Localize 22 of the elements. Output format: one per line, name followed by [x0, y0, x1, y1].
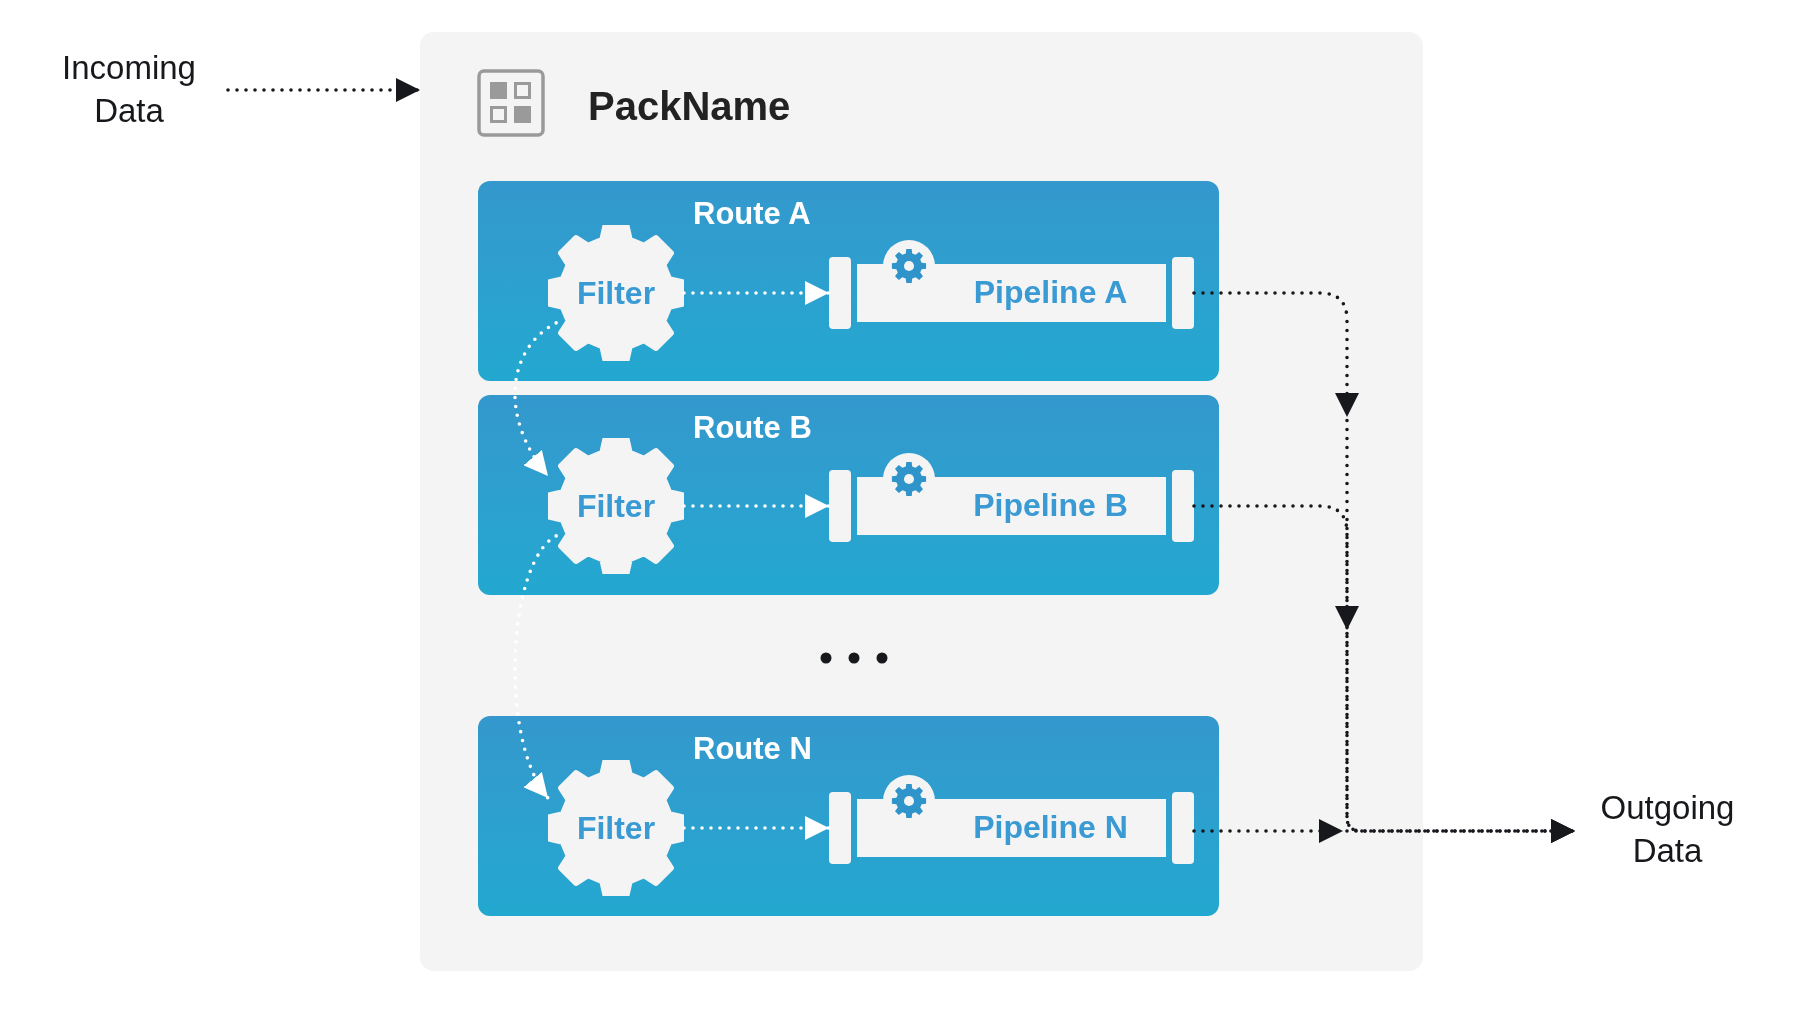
filter-label: Filter [576, 274, 656, 313]
panel-title: PackName [588, 83, 791, 130]
route-title: Route A [693, 195, 811, 233]
pipeline-label: Pipeline B [972, 489, 1129, 521]
pipeline-drawing [829, 243, 1194, 329]
route-box [478, 395, 1219, 595]
pipeline-drawing [829, 778, 1194, 864]
filter-gear [548, 760, 684, 896]
pack-panel [420, 32, 1423, 971]
filter-label: Filter [576, 809, 656, 848]
filter-label: Filter [576, 487, 656, 526]
filter-gear [548, 438, 684, 574]
pipeline-drawing [829, 456, 1194, 542]
data-label: Outgoing Data [1599, 788, 1736, 871]
pipeline-label: Pipeline A [972, 276, 1129, 308]
data-label: Incoming Data [61, 48, 197, 131]
route-title: Route N [693, 730, 812, 768]
filter-gear [548, 225, 684, 361]
route-box [478, 181, 1219, 381]
route-title: Route B [693, 409, 812, 447]
pipeline-label: Pipeline N [972, 811, 1129, 843]
route-box [478, 716, 1219, 916]
